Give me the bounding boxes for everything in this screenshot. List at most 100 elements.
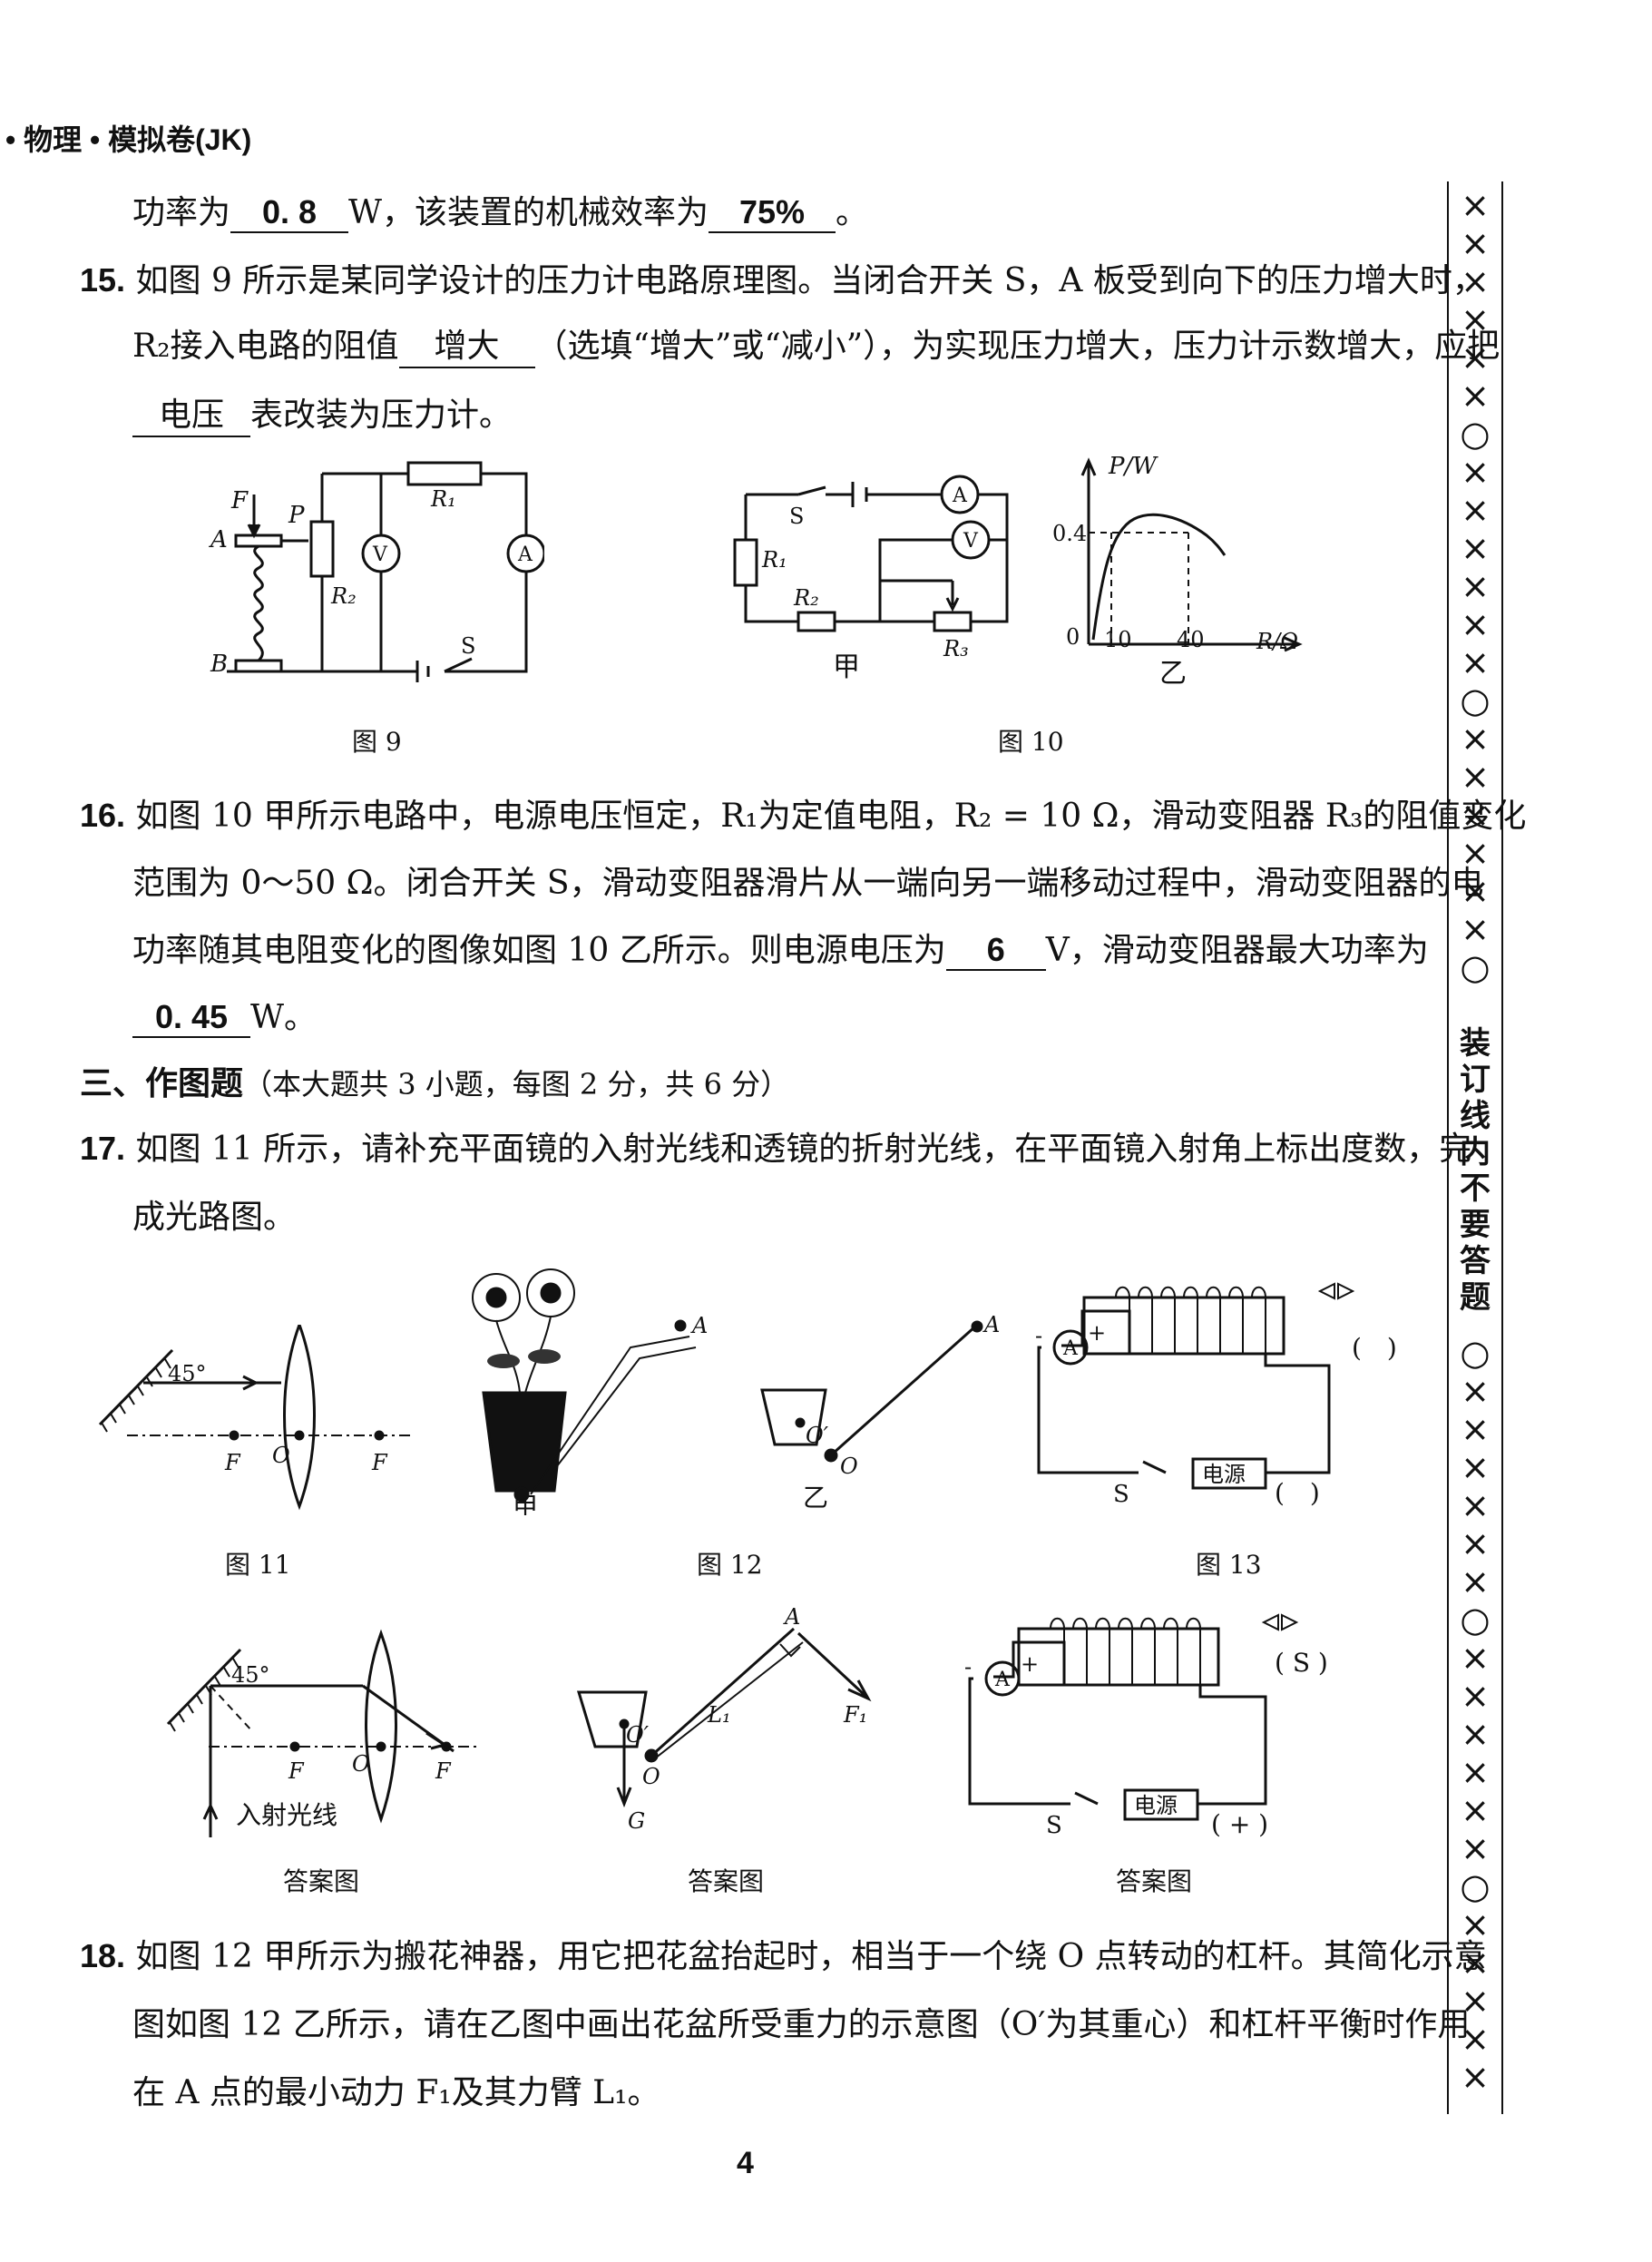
ans11-angle: 45°	[231, 1662, 270, 1688]
q18-text1: 如图 12 甲所示为搬花神器，用它把花盆抬起时，相当于一个绕 O 点转动的杠杆。…	[135, 1938, 1487, 1975]
label-f: F	[230, 487, 249, 514]
fig13-label-a: A	[1062, 1337, 1079, 1360]
q16-line1: 16. 如图 10 甲所示电路中，电源电压恒定，R₁为定值电阻，R₂ = 10 …	[80, 789, 1526, 837]
q15-line2: R₂接入电路的阻值增大（选填“增大”或“减小”），为实现压力增大，压力计示数增大…	[132, 319, 1500, 368]
ans13-switch-label: S	[1046, 1812, 1062, 1839]
label-b: B	[210, 651, 228, 678]
compass-needle-icon	[1317, 1282, 1355, 1300]
q15-line1: 15. 如图 9 所示是某同学设计的压力计电路原理图。当闭合开关 S，A 板受到…	[80, 254, 1485, 301]
label-a: A	[209, 526, 228, 553]
ans12-label-oprime: O′	[626, 1722, 650, 1748]
pot-outline	[760, 1388, 827, 1446]
q16-text4: W。	[250, 999, 318, 1036]
q14-blank-efficiency: 75%	[709, 193, 836, 233]
figure-11-optics: 45° F O F	[98, 1325, 413, 1511]
plane-mirror	[98, 1348, 174, 1426]
fig12-label-jia: 甲	[513, 1492, 538, 1515]
voltmeter-v	[361, 534, 401, 573]
answer-caption-1: 答案图	[283, 1866, 360, 1896]
q15-text1: 如图 9 所示是某同学设计的压力计电路原理图。当闭合开关 S，A 板受到向下的压…	[135, 262, 1485, 299]
fig10-label-a: A	[952, 485, 968, 507]
ans11-center: O	[352, 1751, 370, 1777]
fig12b-label-a: A	[982, 1312, 1000, 1337]
ans13-pole-answer: ( S )	[1275, 1648, 1328, 1678]
q18-number: 18.	[80, 1937, 126, 1974]
ammeter-a	[506, 534, 544, 573]
plate-b	[234, 659, 283, 673]
ans12-label-a: A	[783, 1606, 800, 1630]
answer-caption-3: 答案图	[1116, 1866, 1193, 1896]
graph-x-tick-10: 10	[1104, 627, 1132, 652]
q17-number: 17.	[80, 1130, 126, 1167]
figure-10-caption: 图 10	[998, 727, 1064, 757]
ans12-label-f1: F₁	[843, 1702, 867, 1728]
label-r2: R₂	[330, 583, 357, 609]
binding-note: 装订线内不要答题	[1460, 1025, 1491, 1316]
q16-number: 16.	[80, 797, 126, 834]
fig13-minus: -	[1035, 1323, 1042, 1348]
q16-text3b: V，滑动变阻器最大功率为	[1045, 932, 1429, 969]
q15-text3: 表改装为压力计。	[250, 397, 513, 434]
q16-blank-voltage: 6	[945, 931, 1046, 971]
figure-11-caption: 图 11	[225, 1550, 291, 1580]
binding-line-right	[1501, 181, 1503, 2114]
q14-mid: W，该装置的机械效率为	[348, 194, 709, 231]
ans13-label-a: A	[994, 1669, 1011, 1691]
label-ammeter: A	[517, 543, 533, 566]
q15-number: 15.	[80, 261, 126, 299]
graph-origin: 0	[1066, 624, 1080, 650]
ans12-label-l1: L₁	[707, 1702, 731, 1728]
convex-lens	[283, 1325, 316, 1511]
ans11-incident-label: 入射光线	[236, 1800, 337, 1830]
q15-blank-resistance: 增大	[398, 319, 535, 368]
q17-line2: 成光路图。	[132, 1199, 297, 1236]
page-number: 4	[737, 2146, 754, 2180]
fig10-label-s: S	[789, 504, 804, 529]
figure-10-graph: P/W 0.4 0 10 40 R/Ω 乙	[1052, 453, 1303, 690]
lever-bar	[832, 1325, 976, 1455]
graph-xlabel: R/Ω	[1256, 629, 1298, 654]
q14-blank-power: 0. 8	[230, 193, 349, 233]
q15-text2a: R₂接入电路的阻值	[132, 328, 399, 365]
graph-y-tick: 0.4	[1052, 521, 1087, 546]
flower-icon	[472, 1268, 575, 1394]
fig11-angle: 45°	[168, 1361, 207, 1386]
graph-ylabel: P/W	[1108, 453, 1158, 480]
fig10-label-r1: R₁	[761, 547, 787, 573]
section-3-heading: 三、作图题（本大题共 3 小题，每图 2 分，共 6 分）	[80, 1057, 789, 1104]
figure-13-electromagnet: A + - 电源 S ( ) ( )	[1035, 1282, 1397, 1508]
q17-line1: 17. 如图 11 所示，请补充平面镜的入射光线和透镜的折射光线，在平面镜入射角…	[80, 1122, 1471, 1170]
q16-blank-power: 0. 45	[132, 998, 250, 1038]
answer-figure-12: A O′ O G L₁ F₁	[576, 1606, 872, 1834]
plate-a	[234, 534, 283, 548]
spring	[253, 544, 264, 662]
ans12-label-o: O	[642, 1764, 660, 1789]
answer-figure-11: 45° F O F 入射光线	[166, 1629, 481, 1837]
figure-12-caption: 图 12	[697, 1550, 763, 1580]
ammeter	[1052, 1329, 1089, 1366]
q18-line3: 在 A 点的最小动力 F₁及其力臂 L₁。	[132, 2074, 660, 2111]
figure-13-caption: 图 13	[1196, 1550, 1262, 1580]
ans13-compass-icon	[1261, 1613, 1299, 1631]
label-r1: R₁	[430, 486, 456, 512]
gravity-arrow	[616, 1724, 632, 1808]
resistor-r1	[406, 461, 483, 486]
q15-blank-meter: 电压	[132, 388, 250, 437]
ans12-label-g: G	[628, 1808, 645, 1834]
q17-text1: 如图 11 所示，请补充平面镜的入射光线和透镜的折射光线，在平面镜入射角上标出度…	[135, 1131, 1472, 1168]
flower-pot	[482, 1391, 567, 1493]
figure-9-circuit: F P A B R₁ R₂ V A S	[209, 461, 544, 682]
ans11-focus-right: F	[435, 1758, 452, 1784]
figure-12-flower-lifter: A 甲	[472, 1268, 708, 1515]
binding-line-left	[1447, 181, 1449, 2114]
fig11-focus-right: F	[371, 1450, 388, 1475]
fig13-switch-label: S	[1113, 1481, 1129, 1508]
answer-caption-2: 答案图	[688, 1866, 765, 1896]
section-3-title: 三、作图题	[80, 1064, 244, 1102]
graph-x-tick-40: 40	[1177, 627, 1205, 652]
figure-12-lever-diagram: A O′ O 乙	[760, 1312, 1000, 1513]
power-curve	[1091, 513, 1227, 641]
